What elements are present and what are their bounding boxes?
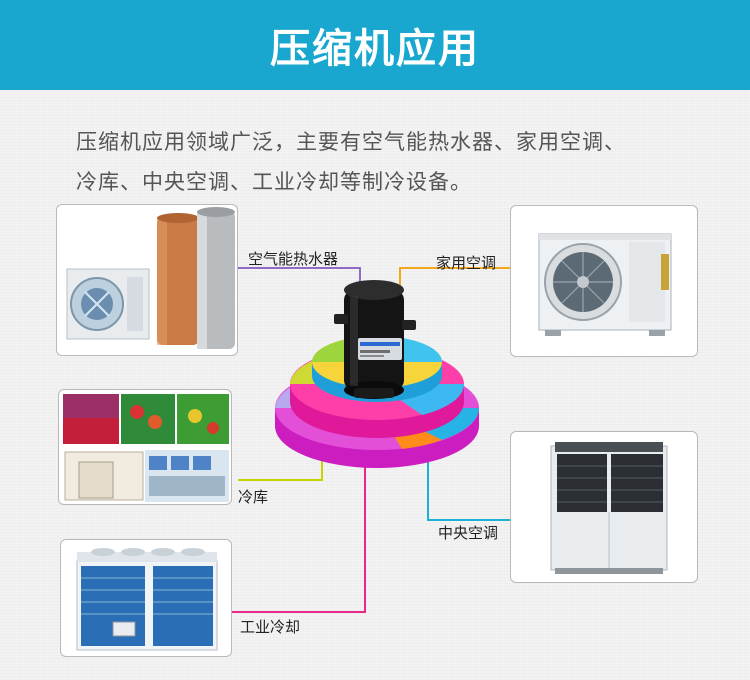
central-ac-image: [550, 442, 668, 574]
panel-industrial: [60, 539, 232, 657]
connector-central-ac: [427, 440, 510, 521]
compressor-center-graphic: [275, 280, 479, 468]
intro-text: 压缩机应用领域广泛，主要有空气能热水器、家用空调、 冷库、中央空调、工业冷却等制…: [76, 122, 750, 202]
air-heater-image: [66, 207, 235, 349]
industrial-chiller-image: [76, 548, 218, 651]
label-industrial: 工业冷却: [240, 618, 301, 636]
compressor-icon: [334, 280, 416, 399]
cold-storage-image: [63, 394, 229, 502]
panel-cold-storage: [58, 389, 232, 505]
label-air-heater: 空气能热水器: [248, 250, 339, 268]
intro-line-2: 冷库、中央空调、工业冷却等制冷设备。: [76, 170, 472, 194]
panel-air-heater: [56, 204, 238, 356]
panel-home-ac: [510, 205, 698, 357]
panel-central-ac: [510, 431, 698, 583]
label-cold-storage: 冷库: [238, 488, 269, 506]
label-central-ac: 中央空调: [438, 524, 499, 542]
header-banner: 压缩机应用: [0, 0, 750, 90]
intro-line-1: 压缩机应用领域广泛，主要有空气能热水器、家用空调、: [76, 130, 626, 154]
label-home-ac: 家用空调: [436, 254, 497, 272]
home-ac-image: [538, 233, 672, 336]
connector-industrial: [232, 430, 366, 613]
page-title: 压缩机应用: [270, 26, 480, 72]
